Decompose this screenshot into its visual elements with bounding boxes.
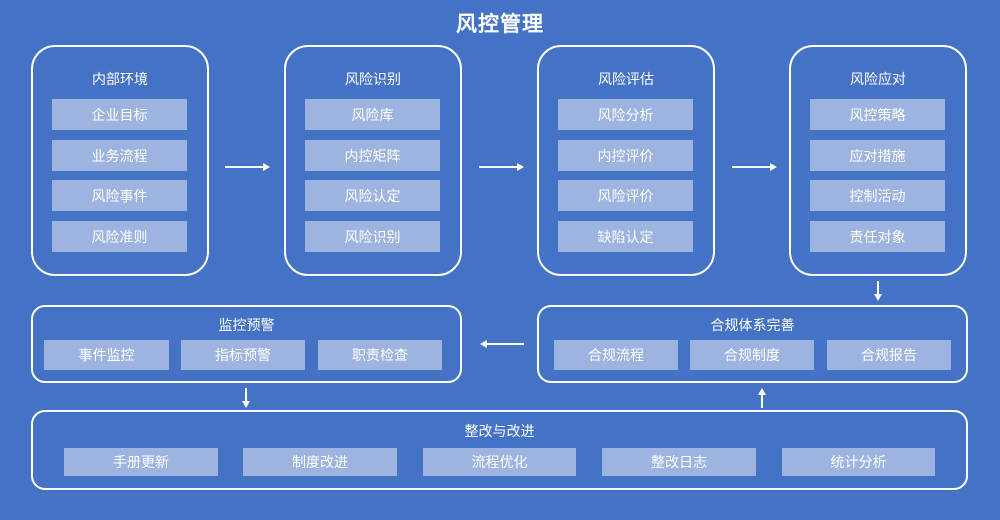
monitor-warning-box: 监控预警 事件监控 指标预警 职责检查	[31, 305, 462, 383]
stage-item[interactable]: 风险分析	[558, 99, 693, 130]
arrow-right-icon	[479, 163, 524, 171]
stage-item[interactable]: 控制活动	[810, 180, 945, 211]
stage-risk-response: 风险应对 风控策略 应对措施 控制活动 责任对象	[789, 45, 967, 276]
compliance-item[interactable]: 合规流程	[554, 340, 678, 370]
rectify-item[interactable]: 整改日志	[602, 448, 756, 476]
stage-item[interactable]: 风险准则	[52, 221, 187, 252]
stage-item[interactable]: 企业目标	[52, 99, 187, 130]
arrow-up-icon	[758, 388, 766, 408]
stage-item[interactable]: 缺陷认定	[558, 221, 693, 252]
stage-item[interactable]: 风险认定	[305, 180, 440, 211]
stage-item[interactable]: 风险库	[305, 99, 440, 130]
rectify-item[interactable]: 手册更新	[64, 448, 218, 476]
compliance-item[interactable]: 合规制度	[690, 340, 814, 370]
stage-title: 风险评估	[598, 72, 654, 88]
rectify-item[interactable]: 制度改进	[243, 448, 397, 476]
arrow-down-icon	[242, 388, 250, 408]
stage-title: 内部环境	[92, 72, 148, 88]
compliance-box: 合规体系完善 合规流程 合规制度 合规报告	[537, 305, 968, 383]
arrow-down-icon	[874, 281, 882, 301]
stage-risk-assessment: 风险评估 风险分析 内控评价 风险评价 缺陷认定	[537, 45, 715, 276]
stage-risk-identification: 风险识别 风险库 内控矩阵 风险认定 风险识别	[284, 45, 462, 276]
stage-title: 风险识别	[345, 72, 401, 88]
arrow-right-icon	[732, 163, 777, 171]
stage-item[interactable]: 内控评价	[558, 140, 693, 171]
box-title: 合规体系完善	[710, 318, 795, 334]
stage-item[interactable]: 风险评价	[558, 180, 693, 211]
arrow-right-icon	[225, 163, 270, 171]
stage-item[interactable]: 责任对象	[810, 221, 945, 252]
monitor-item[interactable]: 事件监控	[44, 340, 169, 370]
box-title: 整改与改进	[464, 424, 535, 440]
rectify-improve-box: 整改与改进 手册更新 制度改进 流程优化 整改日志 统计分析	[31, 410, 968, 490]
stage-item[interactable]: 风险识别	[305, 221, 440, 252]
diagram-title: 风控管理	[456, 12, 544, 36]
stage-item[interactable]: 业务流程	[52, 140, 187, 171]
arrow-left-icon	[480, 340, 524, 348]
stage-title: 风险应对	[850, 72, 906, 88]
rectify-item[interactable]: 流程优化	[423, 448, 576, 476]
stage-item[interactable]: 风控策略	[810, 99, 945, 130]
rectify-item[interactable]: 统计分析	[782, 448, 935, 476]
stage-item[interactable]: 内控矩阵	[305, 140, 440, 171]
stage-internal-environment: 内部环境 企业目标 业务流程 风险事件 风险准则	[31, 45, 209, 276]
monitor-item[interactable]: 职责检查	[318, 340, 442, 370]
monitor-item[interactable]: 指标预警	[181, 340, 305, 370]
stage-item[interactable]: 风险事件	[52, 180, 187, 211]
stage-item[interactable]: 应对措施	[810, 140, 945, 171]
compliance-item[interactable]: 合规报告	[827, 340, 951, 370]
box-title: 监控预警	[218, 318, 275, 334]
